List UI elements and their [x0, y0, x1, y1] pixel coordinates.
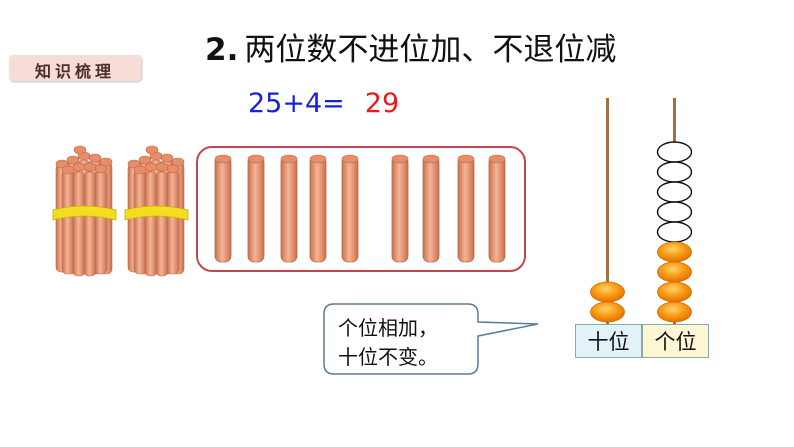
- ones-empty-bead: [656, 161, 693, 183]
- lesson-title-text: 两位数不进位加、不退位减: [244, 32, 617, 68]
- equation-result: 29: [364, 88, 400, 119]
- bundle-of-ten-1: [52, 145, 117, 277]
- single-stick: [247, 154, 265, 263]
- single-stick: [341, 154, 359, 263]
- tens-bead: [590, 301, 625, 323]
- ones-place-label: 个位: [642, 324, 709, 358]
- ones-empty-bead: [656, 201, 693, 223]
- bundle-of-ten-2: [124, 145, 189, 277]
- lesson-number: 2.: [205, 32, 239, 68]
- tens-rod: [606, 98, 609, 326]
- lesson-title: 2.两位数不进位加、不退位减: [205, 24, 616, 69]
- abacus: [590, 98, 693, 326]
- ones-empty-bead: [656, 181, 693, 203]
- bubble-text: 个位相加， 十位不变。: [338, 314, 438, 372]
- tens-bead: [590, 281, 625, 303]
- equation-expression: 25+4=: [248, 88, 345, 119]
- single-stick: [488, 154, 506, 263]
- section-tag: 知识梳理: [9, 55, 141, 81]
- section-tag-label: 知识梳理: [34, 62, 115, 81]
- equation: 25+4= 29: [248, 88, 399, 119]
- ones-empty-bead: [656, 221, 693, 243]
- ones-bead: [657, 261, 692, 283]
- single-stick: [309, 154, 327, 263]
- single-stick: [422, 154, 440, 263]
- tens-place-label: 十位: [575, 324, 642, 358]
- single-stick: [280, 154, 298, 263]
- ones-bead: [657, 281, 692, 303]
- bubble-line-2: 十位不变。: [338, 345, 438, 369]
- speech-bubble: [323, 303, 539, 375]
- ones-bead: [657, 241, 692, 263]
- single-sticks: [214, 154, 506, 263]
- single-stick: [214, 154, 232, 263]
- ones-empty-bead: [656, 141, 693, 163]
- ones-bead: [657, 301, 692, 323]
- bubble-line-1: 个位相加，: [338, 316, 438, 340]
- stick-bundles: [52, 145, 189, 277]
- single-stick: [457, 154, 475, 263]
- single-stick: [391, 154, 409, 263]
